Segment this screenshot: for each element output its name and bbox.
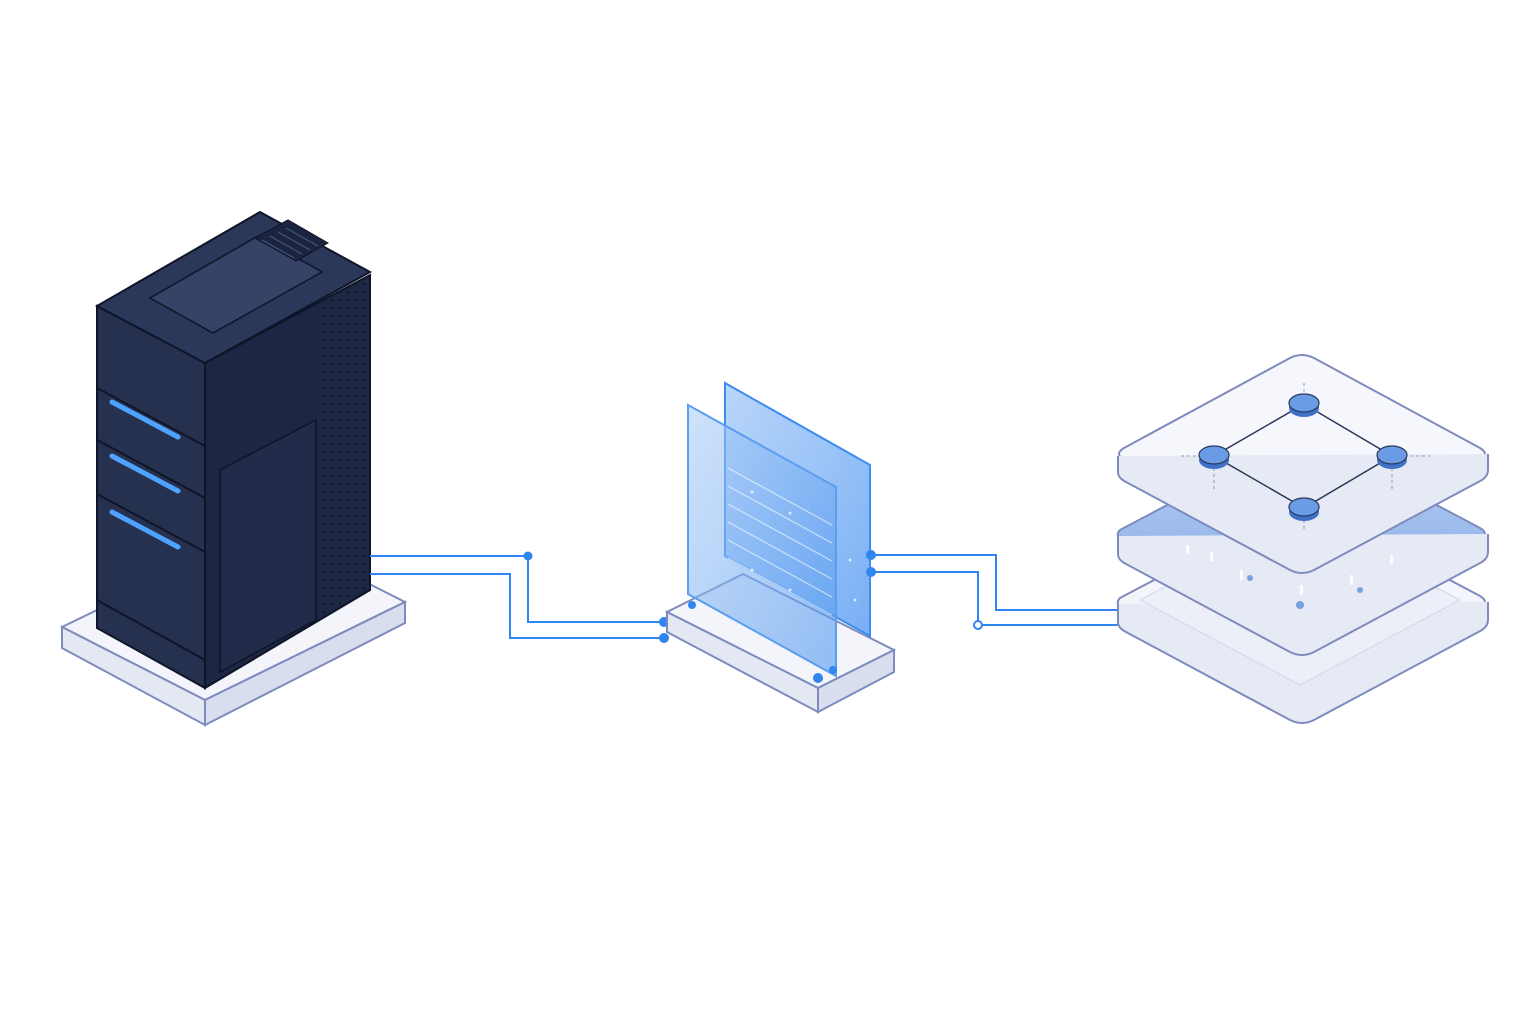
stack-network-nodes	[1198, 393, 1408, 521]
server-led-2	[109, 453, 181, 494]
connector-server-gateway	[370, 555, 664, 639]
server-led-1	[109, 399, 181, 440]
server-top-vent	[253, 219, 330, 262]
connector-gateway-platform	[871, 554, 1153, 626]
network-node	[1288, 497, 1320, 521]
server-led-3	[109, 509, 181, 550]
connector-line	[370, 573, 664, 639]
network-node	[1288, 393, 1320, 417]
gateway-panel-lines	[727, 467, 833, 616]
network-node	[1198, 445, 1230, 469]
connector-dots	[866, 550, 1158, 630]
server-node	[59, 210, 408, 727]
network-node	[1376, 445, 1408, 469]
connector-line	[370, 555, 664, 623]
platform-node	[1116, 354, 1489, 724]
server-led-indicators	[109, 399, 181, 550]
connector-line	[871, 571, 1153, 626]
gateway-node	[664, 381, 897, 714]
stack-layer-top	[1117, 354, 1489, 574]
connector-line	[871, 554, 1153, 611]
server-vent-grill	[320, 278, 368, 616]
connector-dots	[523, 551, 669, 643]
server-side-door	[219, 418, 317, 674]
